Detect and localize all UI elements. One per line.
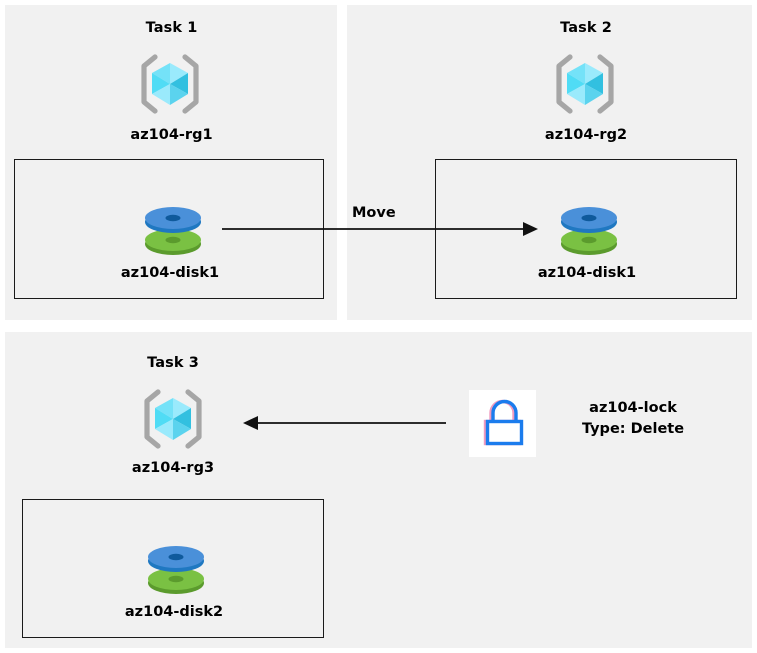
move-arrow-label: Move bbox=[352, 205, 396, 221]
disk-label-task3: az104-disk2 bbox=[124, 604, 224, 620]
lock-type: Type: Delete bbox=[581, 421, 685, 437]
lock-name: az104-lock bbox=[589, 400, 677, 416]
resource-group-icon bbox=[553, 53, 617, 115]
managed-disk-icon bbox=[140, 197, 206, 259]
resource-group-icon bbox=[141, 388, 205, 450]
task1-title: Task 1 bbox=[145, 20, 198, 36]
managed-disk-icon bbox=[143, 536, 209, 598]
disk-label-task2: az104-disk1 bbox=[537, 265, 637, 281]
lock-text-block: az104-lock Type: Delete bbox=[543, 398, 723, 440]
task2-title: Task 2 bbox=[560, 20, 612, 36]
managed-disk-icon bbox=[556, 197, 622, 259]
resource-group-icon bbox=[138, 53, 202, 115]
resource-group-label-rg2: az104-rg2 bbox=[544, 127, 628, 143]
lock-card bbox=[469, 390, 536, 457]
disk-label-task1: az104-disk1 bbox=[120, 265, 220, 281]
lock-icon bbox=[480, 398, 525, 448]
resource-group-label-rg3: az104-rg3 bbox=[131, 460, 215, 476]
resource-group-label-rg1: az104-rg1 bbox=[130, 127, 213, 143]
task3-title: Task 3 bbox=[147, 355, 199, 371]
